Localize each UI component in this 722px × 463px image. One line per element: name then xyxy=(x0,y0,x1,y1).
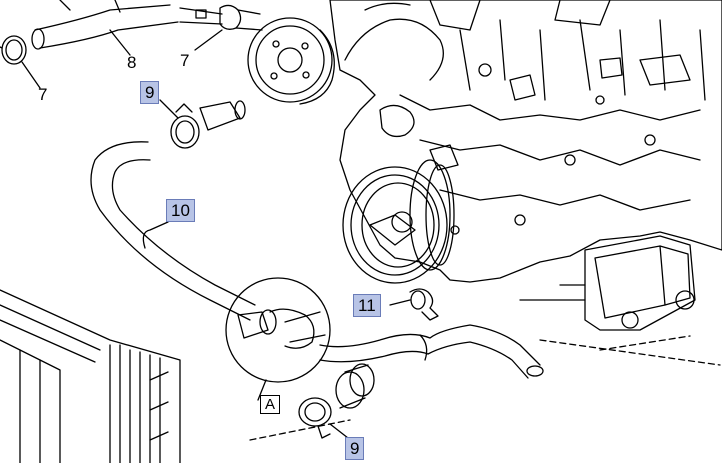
clamp-11 xyxy=(409,288,439,321)
reference-lines xyxy=(249,335,721,441)
callout-10: 10 xyxy=(166,199,195,222)
callout-7-left: 7 xyxy=(38,85,48,104)
clamp-9-top xyxy=(170,103,200,149)
lower-hose xyxy=(319,324,544,379)
callout-7-top: 7 xyxy=(180,51,190,70)
lower-fitting xyxy=(335,363,375,409)
crankshaft-pulley xyxy=(342,159,455,284)
oil-cooler-module xyxy=(519,235,696,331)
detail-label-a: A xyxy=(260,395,281,414)
engine-block xyxy=(329,0,722,283)
upper-hose-8 xyxy=(31,0,179,50)
clamp-7-left xyxy=(0,35,27,65)
coolant-hose-10 xyxy=(90,141,256,321)
idler-pulley-top xyxy=(247,17,335,105)
callout-11: 11 xyxy=(353,294,381,317)
callout-9-top: 9 xyxy=(140,81,160,104)
callout-8: 8 xyxy=(127,53,137,72)
detail-circle-a xyxy=(225,277,331,401)
radiator xyxy=(0,289,181,463)
clamp-7-top xyxy=(179,4,263,31)
leader-lines xyxy=(21,29,411,439)
callout-9-bottom: 9 xyxy=(345,437,365,460)
clamp-9-bottom xyxy=(298,397,332,439)
water-pump-outlet xyxy=(199,100,246,131)
